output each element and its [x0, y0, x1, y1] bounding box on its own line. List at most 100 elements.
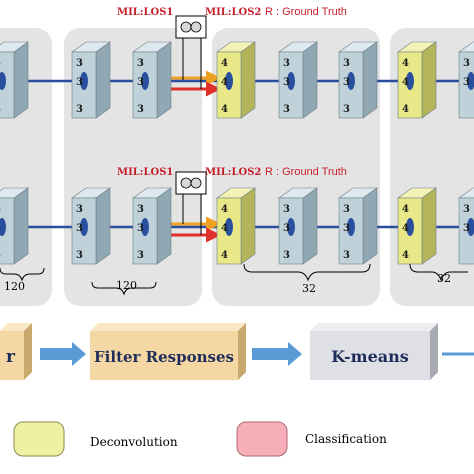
- block-side-face: [13, 187, 29, 265]
- block-top-face: [458, 41, 474, 53]
- block-side-face: [421, 187, 437, 265]
- bottom-block-b2: 3 3 3: [71, 187, 111, 265]
- top-ground-truth-label: R : Ground Truth: [265, 6, 347, 18]
- top-block-b3: 3 3 3: [132, 41, 172, 119]
- group-2-label: 120: [116, 279, 137, 292]
- block-size-label: 3: [463, 58, 470, 69]
- block-size-label: 3: [0, 58, 1, 69]
- group-4-label: 32: [437, 272, 451, 285]
- kernel-marker: [467, 218, 474, 236]
- kernel-marker: [406, 72, 414, 90]
- group-3-label: 32: [302, 282, 316, 295]
- block-size-label: 3: [137, 250, 144, 261]
- block-side-face: [240, 41, 256, 119]
- block-size-label: 3: [76, 223, 83, 234]
- block-size-label: 3: [343, 204, 350, 215]
- top-los1-label: MIL:LOS1: [117, 7, 173, 18]
- block-size-label: 4: [402, 204, 409, 215]
- top-block-b2: 333: [71, 41, 111, 119]
- block-front-face: [0, 51, 15, 119]
- block-side-face: [362, 41, 378, 119]
- mid-loss-sensor-icon: [175, 171, 207, 195]
- block-top-face: [458, 187, 474, 199]
- legend-deconvolution-swatch: [13, 421, 65, 457]
- block-size-label: 3: [0, 223, 1, 234]
- blocks-layer: 3333333334443333334443333333333344433333…: [0, 41, 474, 265]
- block-front-face: [0, 197, 15, 265]
- kernel-marker: [287, 218, 295, 236]
- kernel-marker: [141, 218, 149, 236]
- block-size-label: 3: [283, 223, 290, 234]
- kernel-marker: [347, 72, 355, 90]
- bottom-block-b6: 3 3 3: [338, 187, 378, 265]
- top-loss-sensor-icon: [175, 15, 207, 39]
- block-size-label: 3: [343, 104, 350, 115]
- bottom-block-b8: 33: [458, 187, 474, 265]
- brace-group-4: [409, 263, 468, 282]
- block-size-label: 3: [283, 204, 290, 215]
- block-size-label: 3: [76, 250, 83, 261]
- kernel-marker: [347, 218, 355, 236]
- block-side-face: [362, 187, 378, 265]
- top-block-b7: 4 4 4: [397, 41, 437, 119]
- top-block-b5: 333: [278, 41, 318, 119]
- block-size-label: 3: [137, 104, 144, 115]
- block-size-label: 3: [137, 204, 144, 215]
- brace-group-1: [0, 267, 45, 282]
- bottom-block-b3: 3 3 3: [132, 187, 172, 265]
- legend-classification-label: Classification: [305, 432, 387, 446]
- brace-group-3: [243, 263, 371, 282]
- kernel-marker: [287, 72, 295, 90]
- bottom-block-b7: 4 4 4: [397, 187, 437, 265]
- block-front-face: [338, 51, 364, 119]
- block-size-label: 3: [343, 77, 350, 88]
- mid-los2-label: MIL:LOS2: [205, 167, 261, 178]
- block-size-label: 3: [76, 204, 83, 215]
- block-size-label: 4: [402, 58, 409, 69]
- block-size-label: 3: [343, 223, 350, 234]
- block-size-label: 3: [0, 104, 1, 115]
- block-size-label: 3: [0, 204, 1, 215]
- block-size-label: 4: [402, 250, 409, 261]
- block-size-label: 4: [402, 104, 409, 115]
- block-side-face: [240, 187, 256, 265]
- block-size-label: 3: [343, 250, 350, 261]
- block-size-label: 3: [463, 77, 470, 88]
- kernel-marker: [80, 218, 88, 236]
- pipeline-kmeans-label: K-means: [331, 347, 409, 366]
- block-size-label: 3: [76, 104, 83, 115]
- block-size-label: 3: [463, 223, 470, 234]
- block-side-face: [95, 187, 111, 265]
- pipeline-arrow-2: [252, 342, 302, 366]
- top-block-b8: 33: [458, 41, 474, 119]
- kernel-marker: [225, 218, 233, 236]
- block-size-label: 3: [283, 250, 290, 261]
- block-side-face: [302, 187, 318, 265]
- block-side-face: [421, 41, 437, 119]
- block-size-label: 4: [402, 77, 409, 88]
- bottom-block-b4: 444: [216, 187, 256, 265]
- pipeline-left-box: r: [0, 323, 32, 380]
- block-front-face: [458, 51, 474, 119]
- pipeline-filter-label: Filter Responses: [94, 348, 234, 366]
- block-size-label: 4: [402, 223, 409, 234]
- kernel-marker: [0, 72, 6, 90]
- block-size-label: 4: [221, 104, 228, 115]
- block-size-label: 3: [76, 58, 83, 69]
- block-size-label: 3: [137, 77, 144, 88]
- block-size-label: 3: [283, 58, 290, 69]
- mid-los1-label: MIL:LOS1: [117, 167, 173, 178]
- block-size-label: 3: [137, 58, 144, 69]
- brace-group-2: [91, 281, 157, 296]
- kernel-marker: [406, 218, 414, 236]
- block-size-label: 3: [137, 223, 144, 234]
- block-size-label: 3: [283, 104, 290, 115]
- top-block-b4: 444: [216, 41, 256, 119]
- pipeline-left-box-label: r: [6, 347, 16, 367]
- block-size-label: 4: [221, 58, 228, 69]
- kernel-marker: [0, 218, 6, 236]
- block-side-face: [302, 41, 318, 119]
- kernel-marker: [225, 72, 233, 90]
- bottom-block-b1: 333: [0, 187, 29, 265]
